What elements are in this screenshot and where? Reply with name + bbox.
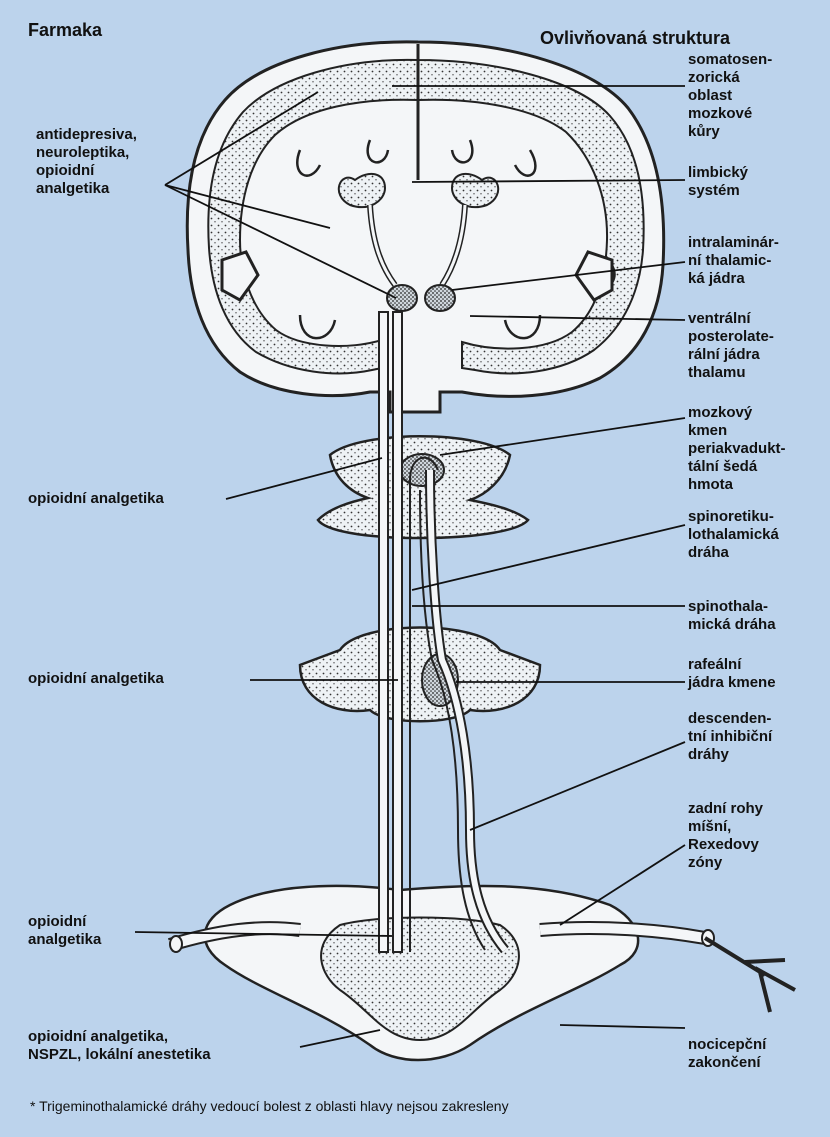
structure-label-raphe: rafeální jádra kmene <box>688 656 776 692</box>
drug-label-periphery: opioidní analgetika, NSPZL, lokální anes… <box>28 1028 211 1064</box>
structure-label-descending: descenden- tní inhibiční dráhy <box>688 710 772 764</box>
drug-label-cortex: antidepresiva, neuroleptika, opioidní an… <box>36 126 137 198</box>
thalamus-right <box>425 285 455 311</box>
structure-label-nociceptor: nocicepční zakončení <box>688 1036 766 1072</box>
thalamus-left <box>387 285 417 311</box>
structure-label-limbic: limbický systém <box>688 164 748 200</box>
structure-label-spinothalamic: spinothala- mická dráha <box>688 598 776 634</box>
nociceptor-ending <box>705 938 795 1012</box>
medulla-section <box>300 628 540 722</box>
drugs-header: Farmaka <box>28 20 102 40</box>
drug-label-spinal: opioidní analgetika <box>28 913 101 949</box>
brain-section <box>187 42 663 412</box>
structures-header: Ovlivňovaná struktura <box>540 28 730 48</box>
structure-label-spinoreticulothalamic: spinoretiku- lothalamická dráha <box>688 508 779 562</box>
structure-label-somatosensory: somatosen- zorická oblast mozkové kůry <box>688 51 772 141</box>
midbrain-section <box>318 436 528 538</box>
footnote: * Trigeminothalamické dráhy vedoucí bole… <box>30 1098 509 1114</box>
structure-label-intralaminar: intralaminár- ní thalamic- ká jádra <box>688 234 779 288</box>
structure-label-dorsal-horns: zadní rohy míšní, Rexedovy zóny <box>688 800 763 872</box>
drug-label-midbrain: opioidní analgetika <box>28 490 164 508</box>
structure-label-vpl: ventrální posterolate- rální jádra thala… <box>688 310 774 382</box>
structure-label-brainstem: mozkový kmen <box>688 404 752 440</box>
structure-label-pag: periakvadukt- tální šedá hmota <box>688 440 786 494</box>
drug-label-medulla: opioidní analgetika <box>28 670 164 688</box>
